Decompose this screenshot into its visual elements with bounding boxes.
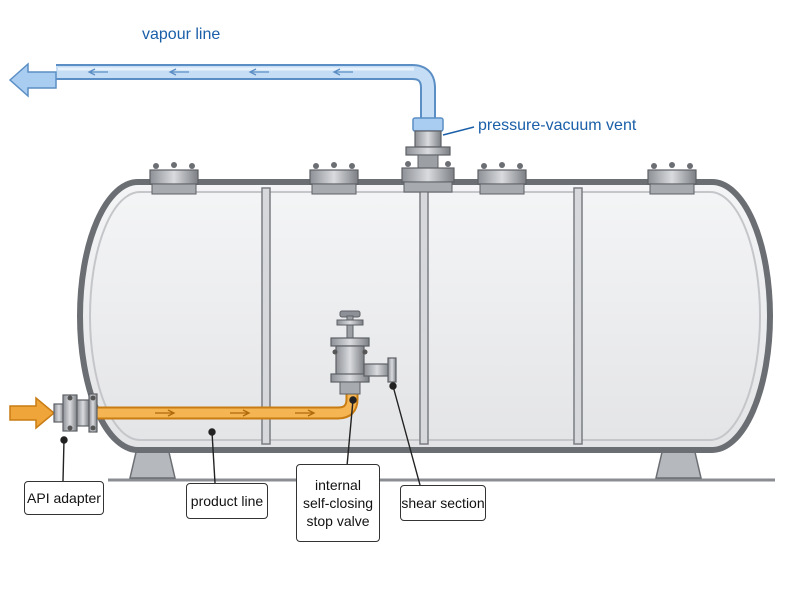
stop-valve-text-line-2: self-closing (302, 495, 374, 511)
vapour-line-label: vapour line (142, 26, 221, 43)
stop-valve-text-line-3: stop valve (306, 513, 370, 529)
stop-valve-text-line-1: internal (315, 477, 361, 493)
vapour-line-pipe (56, 64, 436, 122)
arrow-left-icon (8, 62, 57, 98)
pressure-vacuum-vent-leader (442, 126, 475, 136)
product-line-label: product line (186, 483, 268, 519)
manhole-flange-4 (647, 162, 697, 195)
pressure-vacuum-vent (401, 117, 455, 193)
stop-valve (330, 310, 397, 395)
leader-lines (60, 382, 421, 486)
pressure-vacuum-vent-label: pressure-vacuum vent (478, 117, 637, 134)
stop-valve-label: internal self-closing stop valve (296, 464, 380, 542)
arrow-right-icon (9, 396, 56, 430)
api-adapter (53, 393, 98, 433)
api-adapter-label: API adapter (24, 481, 104, 515)
compartment-walls (261, 187, 583, 445)
manhole-flange-2 (309, 162, 359, 195)
manhole-flange-1 (149, 162, 199, 195)
api-adapter-text: API adapter (27, 490, 101, 506)
shear-section-label: shear section (400, 485, 486, 521)
shear-section-text: shear section (401, 495, 485, 511)
manhole-flange-3 (477, 162, 527, 195)
product-line-text: product line (190, 493, 264, 509)
